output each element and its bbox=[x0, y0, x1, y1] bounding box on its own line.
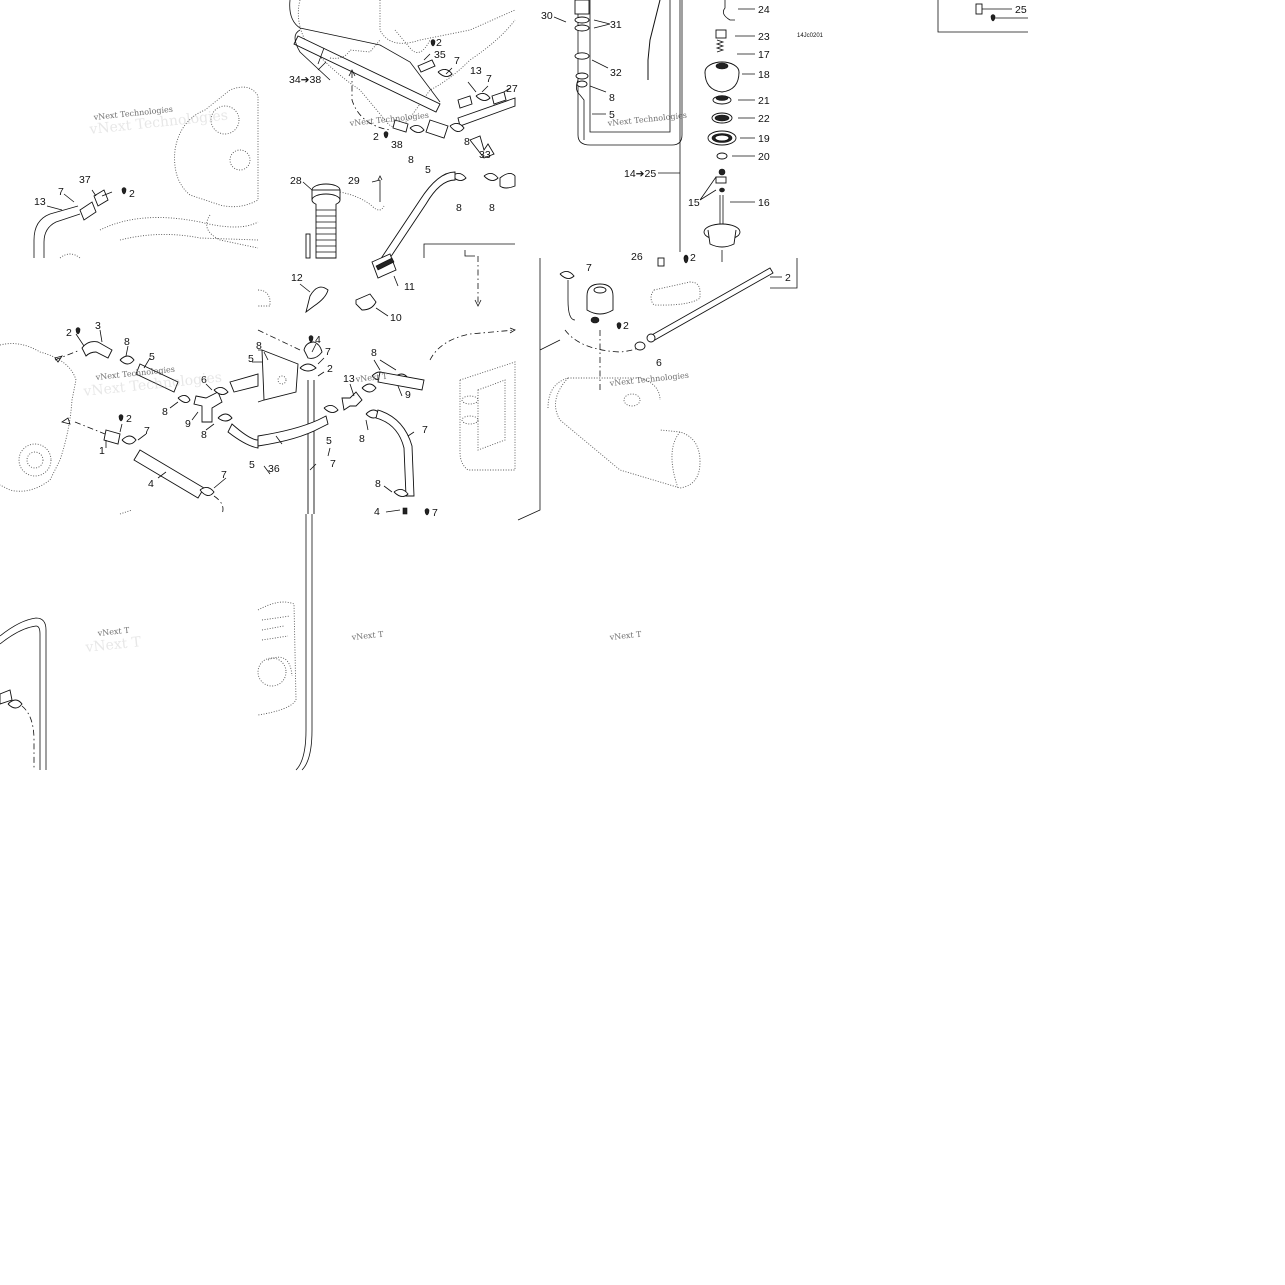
callout: 9 bbox=[405, 389, 411, 401]
watermark: vNext T bbox=[608, 630, 642, 642]
callout: 37 bbox=[79, 174, 91, 186]
callout: 33 bbox=[479, 149, 491, 161]
callout: 2 bbox=[690, 252, 696, 264]
callout: 8 bbox=[359, 433, 365, 445]
callout: 8 bbox=[408, 154, 414, 166]
callout: 13 bbox=[470, 65, 482, 77]
tile-hoses-center: 5 8 4 7 2 36 7 5 13 8 9 8 5 7 8 4 7 vNex… bbox=[248, 289, 438, 771]
tile-engine-left: 37 7 2 13 vNext Technologies vNext Techn… bbox=[33, 86, 259, 259]
callout: 8 bbox=[375, 478, 381, 490]
callout: 2 bbox=[129, 188, 135, 200]
callout: 2 bbox=[373, 131, 379, 143]
callout: 27 bbox=[506, 83, 518, 95]
callout: 8 bbox=[162, 406, 168, 418]
callout: 8 bbox=[489, 202, 495, 214]
callout: 5 bbox=[249, 459, 255, 471]
callout: 4 bbox=[374, 506, 380, 518]
callout: 36 bbox=[268, 463, 280, 475]
callout: 22 bbox=[758, 113, 770, 125]
callout: 19 bbox=[758, 133, 770, 145]
callout: 7 bbox=[330, 458, 336, 470]
callout: 2 bbox=[66, 327, 72, 339]
callout: 17 bbox=[758, 49, 770, 61]
callout: 10 bbox=[390, 312, 402, 324]
callout: 2 bbox=[327, 363, 333, 375]
callout: 4 bbox=[148, 478, 154, 490]
callout: 3 bbox=[95, 320, 101, 332]
callout: 15 bbox=[688, 197, 700, 209]
callout: 5 bbox=[149, 351, 155, 363]
callout: 2 bbox=[785, 272, 791, 284]
watermark: vNext T bbox=[350, 630, 384, 642]
tile-valve-assembly: 30 31 32 8 5 24 23 17 18 21 22 19 20 14➔… bbox=[517, 0, 1028, 642]
watermark: vNext T bbox=[84, 634, 143, 656]
callout: 7 bbox=[58, 186, 64, 198]
callout: 34➔38 bbox=[289, 74, 321, 86]
callout: 2 bbox=[126, 413, 132, 425]
watermark: vNext Technologies bbox=[608, 371, 689, 388]
callout: 4 bbox=[315, 334, 321, 346]
callout: 2 bbox=[623, 320, 629, 332]
callout: 13 bbox=[34, 196, 46, 208]
callout: 38 bbox=[391, 139, 403, 151]
callout: 31 bbox=[610, 19, 622, 31]
callout: 8 bbox=[464, 136, 470, 148]
callout: 7 bbox=[486, 73, 492, 85]
callout: 7 bbox=[221, 469, 227, 481]
watermark: vNext T bbox=[354, 372, 388, 384]
callout: 7 bbox=[144, 425, 150, 437]
callout: 6 bbox=[656, 357, 662, 369]
callout: 8 bbox=[256, 340, 262, 352]
callout: 5 bbox=[248, 353, 254, 365]
callout: 1 bbox=[99, 445, 105, 457]
callout: 24 bbox=[758, 4, 770, 16]
watermark: vNext T bbox=[96, 626, 130, 638]
callout: 13 bbox=[343, 373, 355, 385]
callout: 5 bbox=[425, 164, 431, 176]
callout: 26 bbox=[631, 251, 643, 263]
callout: 9 bbox=[185, 418, 191, 430]
callout: 8 bbox=[456, 202, 462, 214]
tile-hoses-left: 2 3 8 5 6 8 9 8 2 7 1 4 7 vNext Technolo… bbox=[0, 320, 259, 515]
callout: 8 bbox=[201, 429, 207, 441]
callout: 20 bbox=[758, 151, 770, 163]
callout: 5 bbox=[326, 435, 332, 447]
callout: 6 bbox=[201, 374, 207, 386]
callout: 32 bbox=[610, 67, 622, 79]
watermark: vNext Technologies bbox=[606, 111, 687, 128]
callout: 28 bbox=[290, 175, 302, 187]
callout: 8 bbox=[609, 92, 615, 104]
tile-lower-left: vNext T vNext T bbox=[0, 601, 297, 770]
drawing-code: 14Jc0201 bbox=[797, 33, 824, 39]
callout: 18 bbox=[758, 69, 770, 81]
callout: 35 bbox=[434, 49, 446, 61]
callout: 2 bbox=[436, 37, 442, 49]
callout: 12 bbox=[291, 272, 303, 284]
callout: 7 bbox=[586, 262, 592, 274]
callout: 7 bbox=[422, 424, 428, 436]
callout: 11 bbox=[404, 281, 415, 293]
callout: 21 bbox=[758, 95, 770, 107]
callout: 7 bbox=[325, 346, 331, 358]
tile-cylinder-head: 2 35 7 13 7 27 34➔38 2 38 8 5 8 33 28 29… bbox=[289, 0, 518, 642]
callout: 16 bbox=[758, 197, 770, 209]
callout: 7 bbox=[454, 55, 460, 67]
callout: 25 bbox=[1015, 4, 1027, 16]
callout: 8 bbox=[124, 336, 130, 348]
callout: 5 bbox=[609, 109, 615, 121]
callout: 23 bbox=[758, 31, 770, 43]
callout: 14➔25 bbox=[624, 168, 656, 180]
callout: 8 bbox=[371, 347, 377, 359]
callout: 29 bbox=[348, 175, 360, 187]
callout: 7 bbox=[432, 507, 438, 519]
callout: 30 bbox=[541, 10, 553, 22]
